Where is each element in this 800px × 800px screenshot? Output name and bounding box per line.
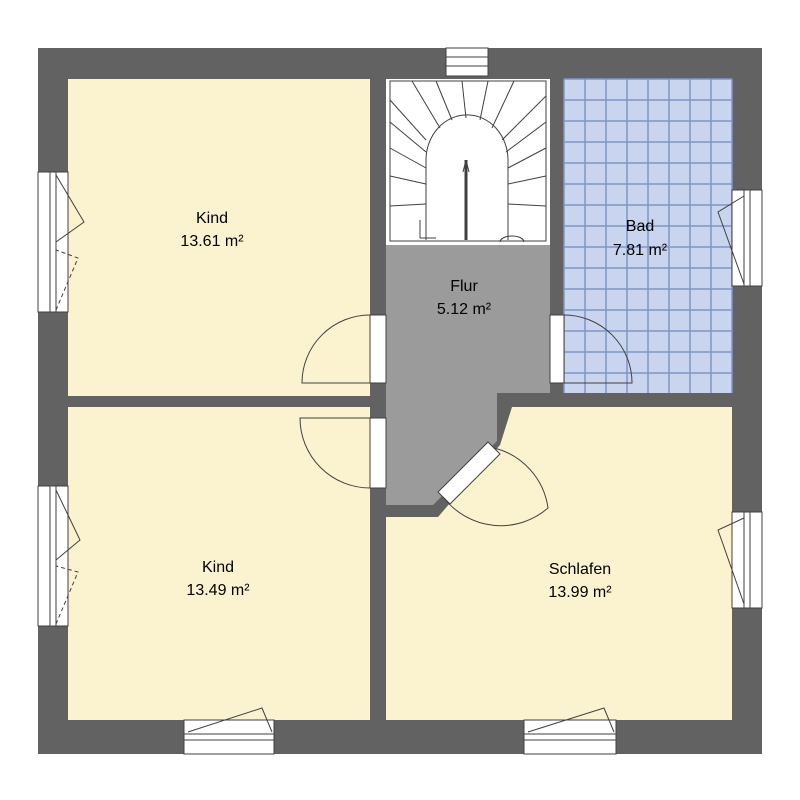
room-schlafen-floor xyxy=(386,407,732,720)
staircase xyxy=(389,80,547,243)
label-flur-name: Flur xyxy=(450,278,478,295)
door-swing-schlafen xyxy=(443,447,549,527)
door-swing-kind-top xyxy=(301,314,371,384)
doors xyxy=(299,314,633,527)
label-kind-bottom-name: Kind xyxy=(202,559,234,576)
label-bad-area: 7.81 m² xyxy=(613,242,668,259)
label-flur-area: 5.12 m² xyxy=(437,301,492,318)
label-bad-name: Bad xyxy=(626,218,654,235)
window-left-top xyxy=(37,171,69,313)
label-schlafen-area: 13.99 m² xyxy=(548,584,612,601)
label-schlafen-name: Schlafen xyxy=(549,561,611,578)
room-flur-floor xyxy=(386,245,550,505)
stair-area xyxy=(386,79,550,245)
window-bottom-left xyxy=(183,719,275,755)
window-right-schlafen xyxy=(731,511,763,609)
door-opening-schlafen xyxy=(437,441,501,505)
label-kind-top-name: Kind xyxy=(196,210,228,227)
door-opening-kind-top xyxy=(369,314,387,384)
window-bottom-right xyxy=(523,719,617,755)
window-left-bottom xyxy=(37,485,69,627)
room-kind-top-floor xyxy=(68,79,370,396)
label-kind-top-area: 13.61 m² xyxy=(180,233,244,250)
windows xyxy=(37,47,763,755)
window-top xyxy=(445,47,489,77)
window-right-bad xyxy=(731,189,763,287)
door-opening-kind-bottom xyxy=(369,417,387,489)
door-swing-bad xyxy=(563,314,633,384)
door-opening-bad xyxy=(549,314,565,384)
door-swing-kind-bottom xyxy=(299,417,371,489)
label-kind-bottom-area: 13.49 m² xyxy=(186,582,250,599)
room-kind-bottom-floor xyxy=(68,407,370,720)
room-labels: Kind 13.61 m² Kind 13.49 m² Flur 5.12 m²… xyxy=(180,210,667,601)
bathroom-tiles xyxy=(563,78,733,393)
